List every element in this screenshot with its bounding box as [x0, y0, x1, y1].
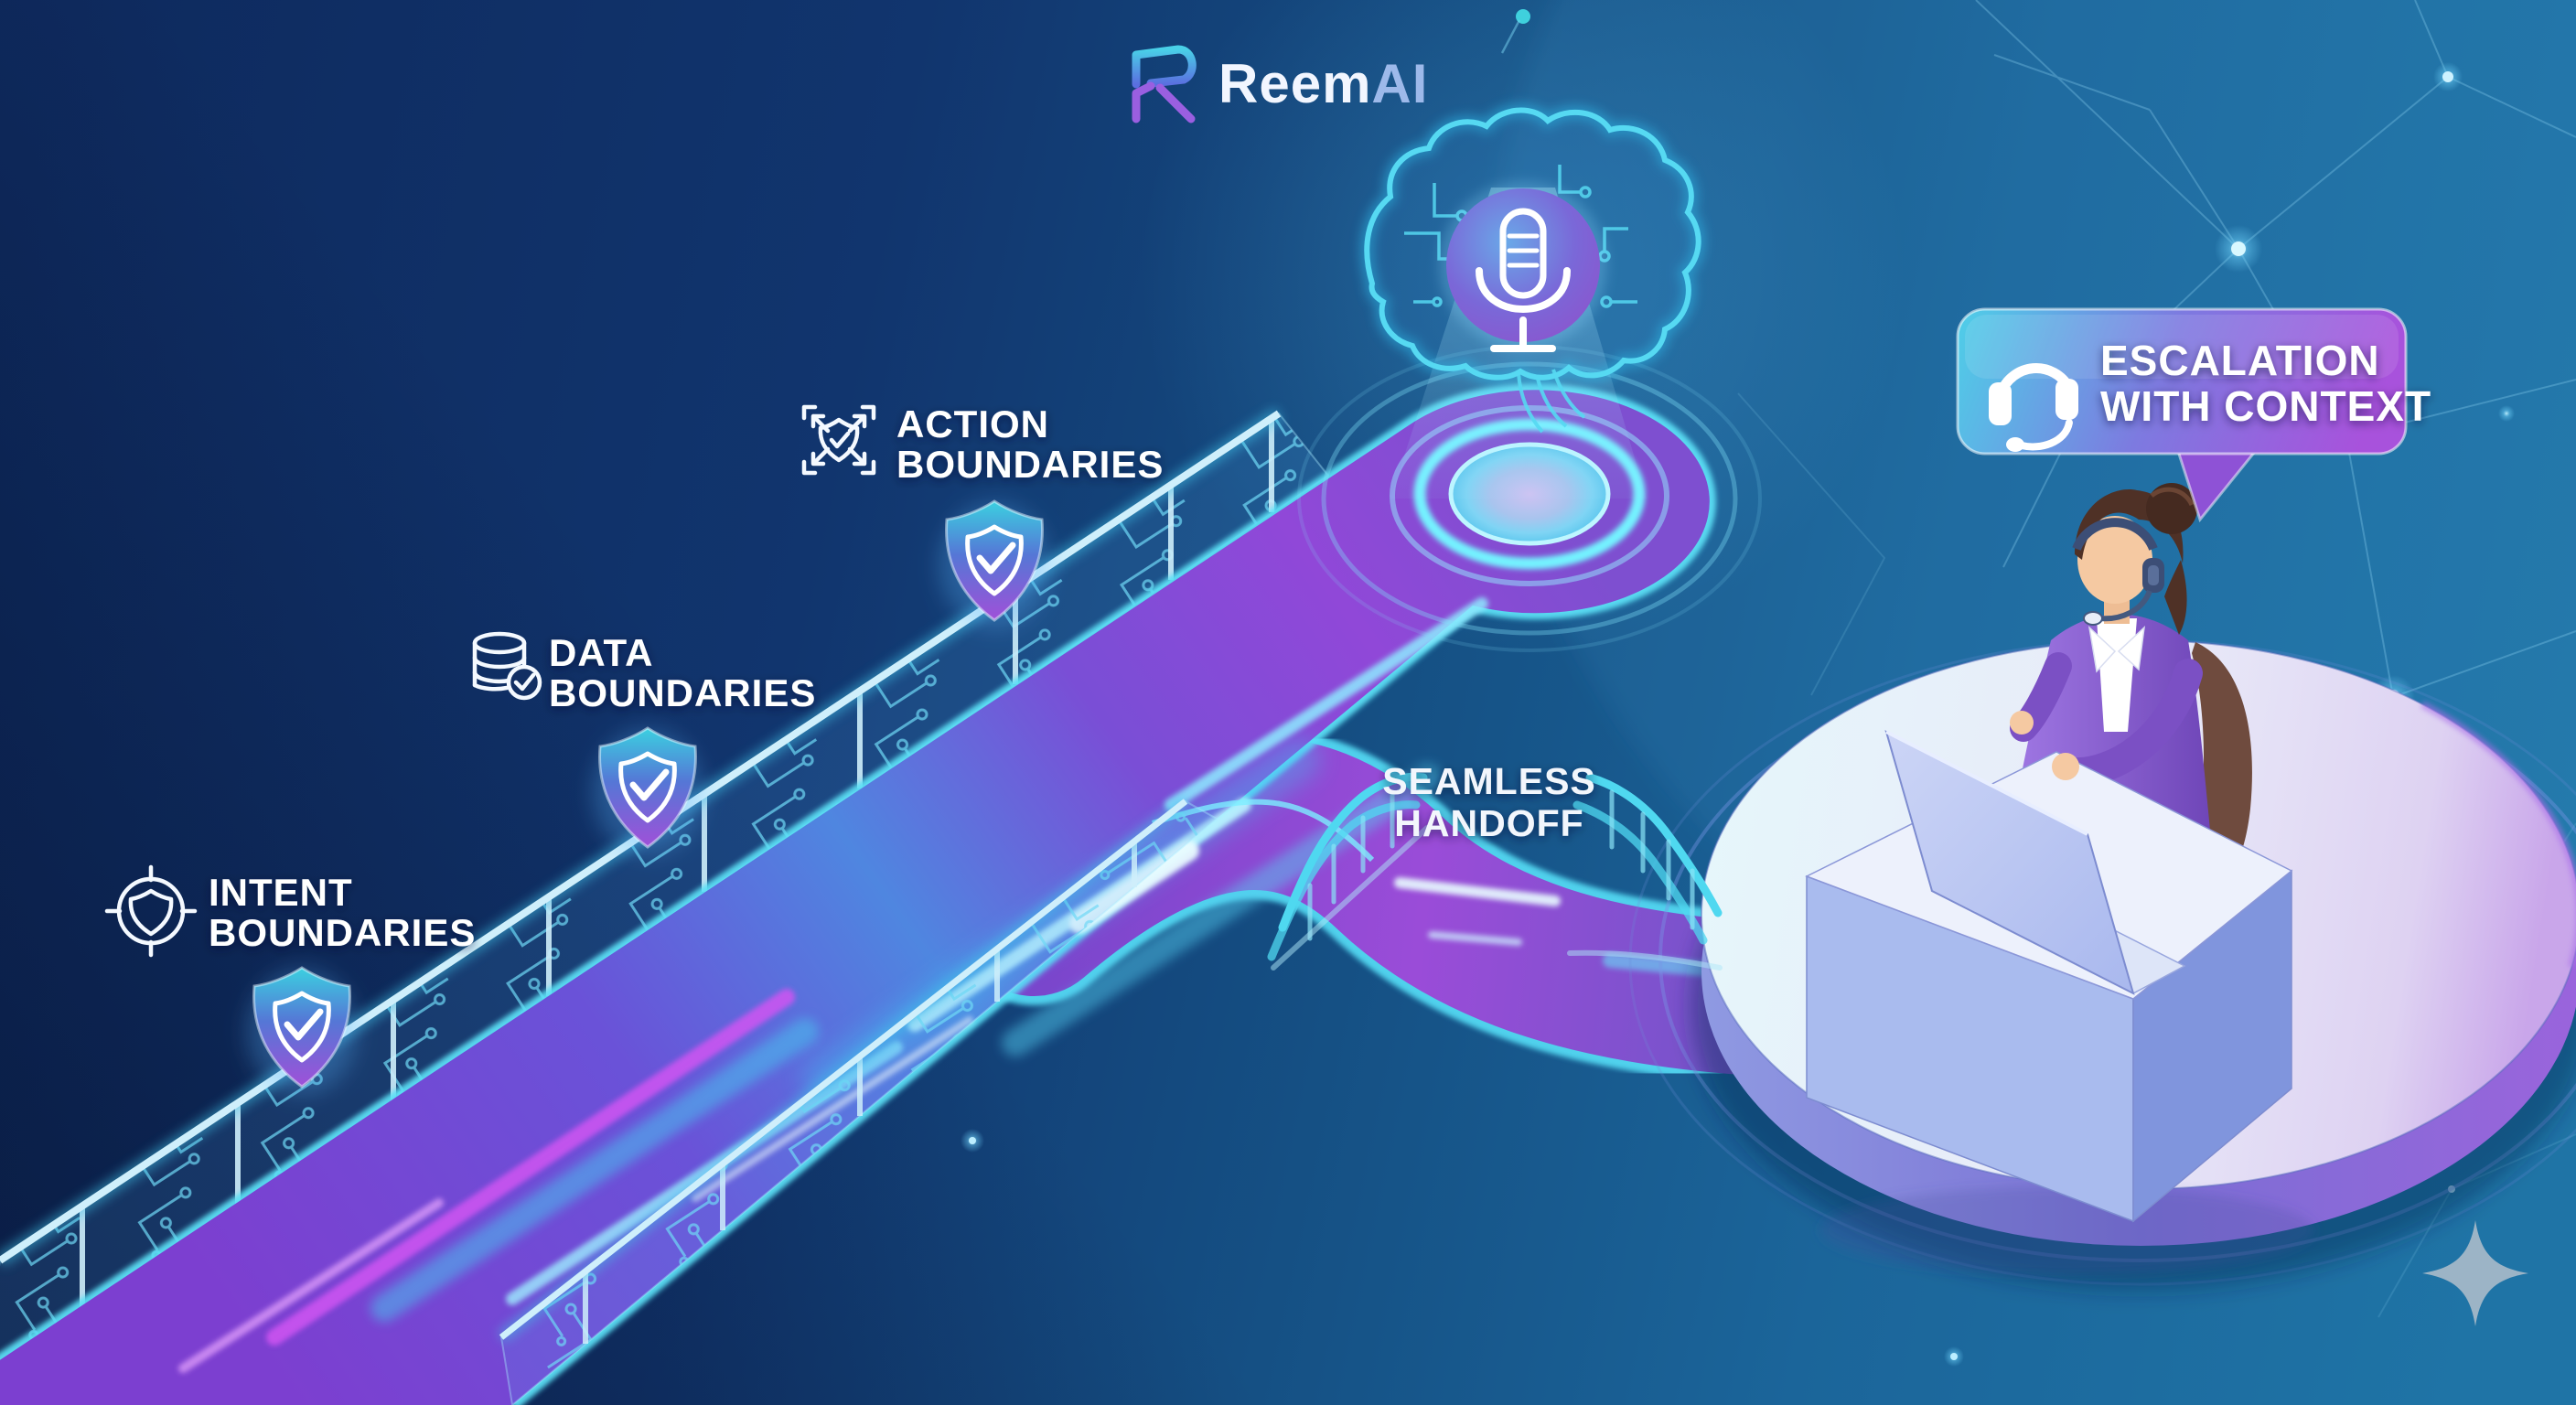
handoff-label-line1: SEAMLESS — [1382, 760, 1596, 802]
data-boundaries-group: DATA BOUNDARIES — [472, 631, 816, 714]
agent-hand-right — [2052, 753, 2079, 780]
handoff-label-line2: HANDOFF — [1394, 802, 1583, 844]
intent-boundaries-label-line2: BOUNDARIES — [209, 911, 476, 954]
guardrail-near — [497, 796, 1218, 1405]
headset-icon — [1989, 363, 2078, 452]
escalation-bubble: ESCALATION WITH CONTEXT — [1956, 307, 2431, 523]
laptop — [1884, 730, 2186, 995]
shield-check-badge-data — [593, 728, 703, 854]
database-check-icon — [472, 631, 542, 701]
brand-name-secondary: AI — [1371, 53, 1428, 114]
ai-core-badge — [1439, 181, 1607, 352]
brand-wordmark: ReemAI — [1218, 53, 1428, 114]
escalation-label-line2: WITH CONTEXT — [2100, 382, 2431, 430]
target-shield-icon — [104, 864, 198, 958]
sparkle-icon — [2422, 1220, 2528, 1326]
shield-check-badge-action — [939, 501, 1049, 627]
reemai-logomark-icon — [1132, 45, 1197, 123]
expand-arrows-shield-icon — [801, 404, 876, 476]
handoff-label: SEAMLESS HANDOFF — [1382, 760, 1596, 844]
intent-boundaries-label-line1: INTENT — [209, 871, 353, 914]
intent-boundaries-group: INTENT BOUNDARIES — [104, 864, 476, 958]
guardrail-far-posts — [80, 418, 1274, 1308]
handoff-bridge — [1267, 772, 1723, 971]
ai-agent-hologram — [1360, 103, 1705, 499]
brain-stem-lines — [1517, 369, 1586, 434]
reemai-logo: ReemAI — [1132, 9, 1530, 123]
action-boundaries-label-line2: BOUNDARIES — [896, 443, 1164, 486]
escalation-label-line1: ESCALATION — [2100, 337, 2380, 384]
action-boundaries-group: ACTION BOUNDARIES — [801, 402, 1164, 486]
shield-check-badge-intent — [247, 968, 357, 1094]
agent-headset — [2072, 518, 2164, 626]
agent-head — [2077, 516, 2152, 604]
data-boundaries-label-line1: DATA — [549, 631, 653, 674]
microphone-icon — [1476, 208, 1571, 352]
brand-name-primary: Reem — [1218, 53, 1371, 114]
agent-hand-left — [2010, 711, 2034, 735]
headset-mic-tip — [2083, 611, 2103, 626]
support-desk-scene — [1805, 483, 2314, 1274]
guardrail-far — [0, 407, 1330, 1365]
data-boundaries-label-line2: BOUNDARIES — [549, 671, 816, 714]
action-boundaries-label-line1: ACTION — [896, 402, 1049, 445]
guardrail-near-rail — [499, 799, 1188, 1340]
